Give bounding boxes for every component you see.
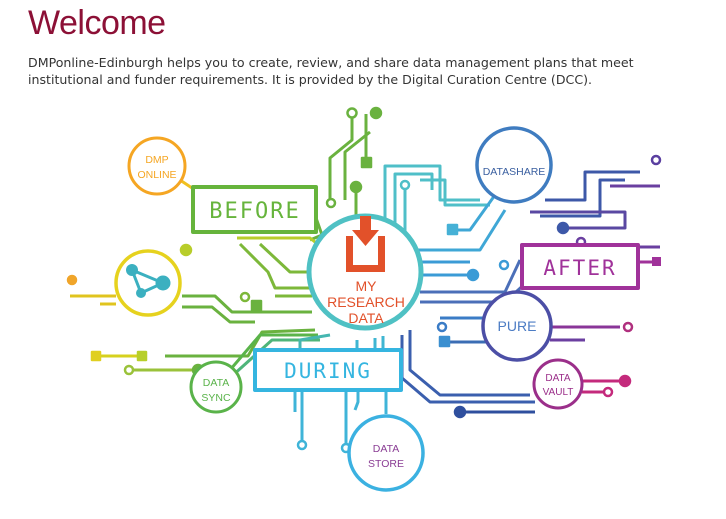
network-node <box>114 249 182 317</box>
page-title: Welcome <box>28 4 166 42</box>
center-label-2: RESEARCH <box>327 294 405 310</box>
data-store-label-2: STORE <box>368 458 404 470</box>
share-network-icon <box>126 264 171 298</box>
during-label: DURING <box>284 359 372 383</box>
data-store-label-1: DATA <box>373 443 399 455</box>
data-sync-label-1: DATA <box>203 377 229 389</box>
stage-during: DURING <box>253 348 403 392</box>
datashare-label: DATASHARE <box>483 166 546 178</box>
center-my-research-data: MY RESEARCH DATA <box>306 213 424 331</box>
before-label: BEFORE <box>209 199 300 224</box>
node-datashare: DATASHARE <box>475 126 553 204</box>
data-vault-label-1: DATA <box>545 373 571 384</box>
data-sync-label-2: SYNC <box>201 392 231 404</box>
node-data-sync: DATA SYNC <box>189 360 243 414</box>
intro-text: DMPonline-Edinburgh helps you to create,… <box>28 55 634 87</box>
stage-before: BEFORE <box>191 185 318 234</box>
node-data-store: DATA STORE <box>347 414 425 492</box>
download-icon <box>346 216 385 272</box>
node-data-vault: DATA VAULT <box>532 358 584 410</box>
stage-after: AFTER <box>520 243 661 290</box>
data-vault-label-2: VAULT <box>543 387 574 398</box>
node-dmp-online: DMP ONLINE <box>127 136 196 196</box>
dmp-online-label-2: ONLINE <box>137 169 176 181</box>
dmp-online-label-1: DMP <box>145 154 168 166</box>
center-label-1: MY <box>356 278 378 294</box>
pure-label: PURE <box>498 318 537 334</box>
node-pure: PURE <box>481 290 553 362</box>
center-label-3: DATA <box>348 310 384 326</box>
after-label: AFTER <box>543 256 616 280</box>
